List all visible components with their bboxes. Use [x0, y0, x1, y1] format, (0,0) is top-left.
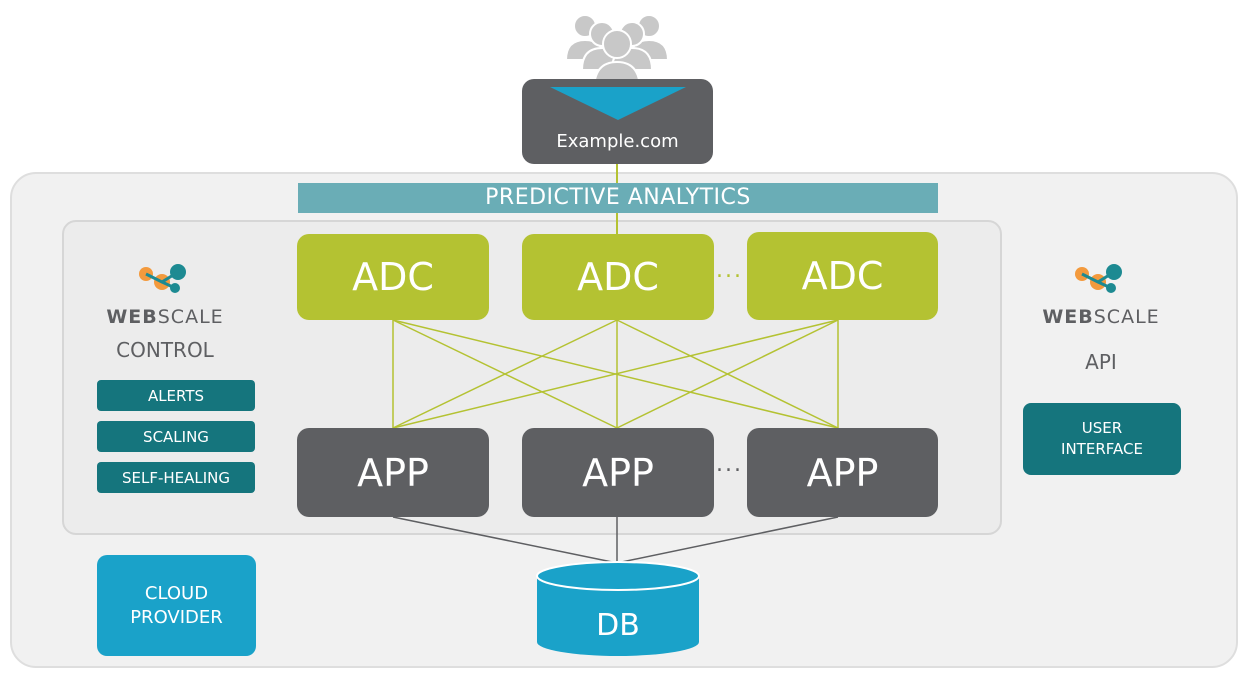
alerts-button[interactable]: ALERTS — [97, 380, 255, 411]
app-db-lines — [392, 516, 839, 564]
db-link — [616, 516, 839, 564]
webscale-brand-left: WEBSCALE — [106, 306, 224, 328]
users-group-icon — [564, 14, 670, 91]
webscale-logo-icon — [1075, 264, 1122, 293]
cloud-line2: PROVIDER — [130, 606, 223, 628]
adc-app-mesh — [392, 319, 839, 429]
mesh-link — [392, 319, 839, 429]
adc-ellipsis: ... — [716, 258, 743, 283]
entry-point-box[interactable]: Example.com — [522, 79, 713, 164]
mesh-link — [616, 319, 839, 429]
domain-label: Example.com — [556, 131, 679, 152]
app-node-1[interactable]: APP — [297, 428, 489, 517]
api-label: API — [1085, 350, 1117, 374]
predictive-analytics-banner: PREDICTIVE ANALYTICS — [298, 183, 938, 213]
user-interface-line1: USER — [1081, 419, 1123, 437]
database-icon — [536, 561, 700, 656]
cloud-provider-box[interactable]: CLOUD PROVIDER — [97, 555, 256, 656]
db-label: DB — [596, 608, 640, 643]
adc-node-1[interactable]: ADC — [297, 234, 489, 320]
cloud-line1: CLOUD — [144, 582, 209, 604]
scaling-button[interactable]: SCALING — [97, 421, 255, 452]
webscale-logo-icon — [139, 264, 186, 293]
traffic-arrow-icon — [550, 87, 686, 120]
app-node-3[interactable]: APP — [747, 428, 938, 517]
user-interface-line2: INTERFACE — [1061, 440, 1143, 458]
db-link — [392, 516, 618, 564]
app-ellipsis: ... — [716, 452, 743, 477]
webscale-brand-right: WEBSCALE — [1042, 306, 1160, 328]
user-interface-box[interactable]: USER INTERFACE — [1023, 403, 1181, 475]
adc-node-3[interactable]: ADC — [747, 232, 938, 320]
mesh-link — [392, 319, 618, 429]
self-healing-button[interactable]: SELF-HEALING — [97, 462, 255, 493]
control-label: CONTROL — [116, 338, 214, 362]
app-node-2[interactable]: APP — [522, 428, 714, 517]
adc-node-2[interactable]: ADC — [522, 234, 714, 320]
